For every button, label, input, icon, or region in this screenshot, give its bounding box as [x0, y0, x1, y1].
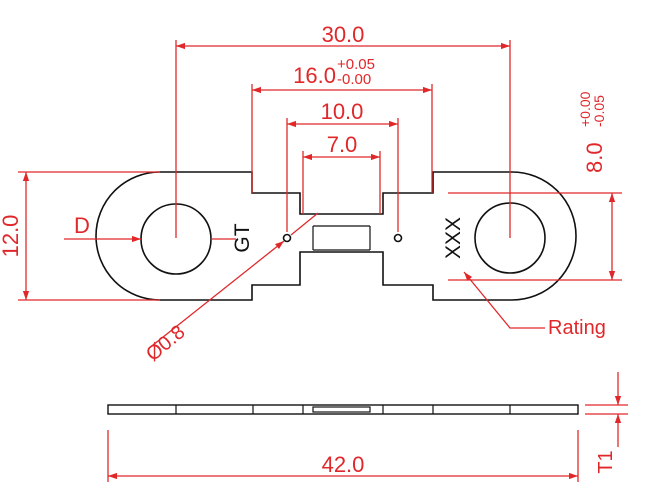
rating-callout-label: Rating [548, 317, 606, 339]
dimension-42-label: 42.0 [322, 452, 365, 477]
dimension-16-tol-lower: -0.00 [337, 71, 371, 88]
fuse-body-outline [95, 171, 577, 301]
right-pin-hole [393, 233, 403, 243]
fuse-side-view [107, 404, 579, 415]
dimension-pin-hole-label: Ø0.8 [142, 321, 189, 366]
dimension-30: 30.0 [175, 22, 511, 238]
dimension-7: 7.0 [302, 132, 381, 214]
dimension-16-tol-upper: +0.05 [337, 56, 375, 73]
rating-callout: Rating [463, 271, 606, 339]
dimension-16: 16.0 +0.05 -0.00 [251, 56, 433, 193]
dimension-d-label: D [74, 213, 90, 238]
fuse-top-view: GT XXX [95, 171, 577, 301]
dimension-12: 12.0 [0, 171, 160, 301]
left-pin-hole [282, 233, 292, 243]
side-view-element [312, 406, 371, 413]
dimension-10-label: 10.0 [321, 99, 364, 124]
dimension-8: 8.0 +0.00 -0.05 [448, 91, 622, 281]
dimension-8-tol-lower: -0.05 [591, 95, 607, 127]
dimension-42: 42.0 [107, 430, 579, 482]
dimension-t1: T1 [585, 372, 628, 474]
dimension-8-tol-upper: +0.00 [577, 91, 593, 127]
dimension-10: 10.0 [286, 99, 399, 232]
dimension-16-label: 16.0 [293, 63, 336, 88]
rating-code-marking: XXX [442, 217, 465, 259]
dimension-8-label: 8.0 [582, 142, 607, 173]
dimension-7-label: 7.0 [327, 132, 358, 157]
dimension-d: D [64, 213, 236, 243]
brand-marking: GT [231, 223, 254, 252]
dimension-30-label: 30.0 [322, 22, 365, 47]
dimension-12-label: 12.0 [0, 215, 23, 258]
dimension-t1-label: T1 [595, 450, 617, 473]
